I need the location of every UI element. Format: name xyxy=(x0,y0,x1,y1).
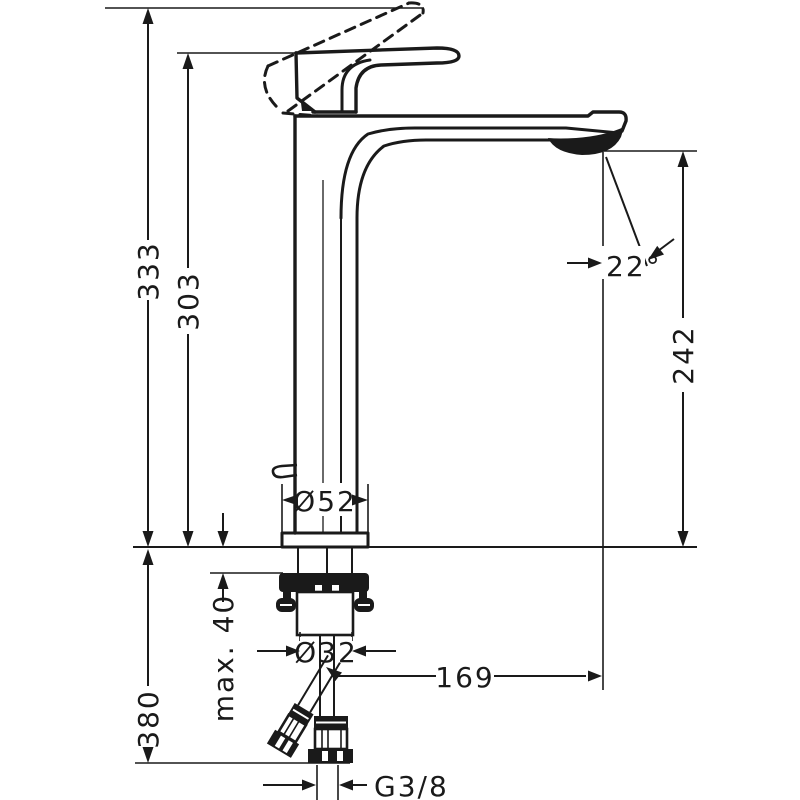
dim-label-base-diameter: Ø52 xyxy=(293,485,357,518)
arrowhead-up xyxy=(217,573,229,589)
dim-deck-thickness: max. 40 xyxy=(207,513,240,722)
handle-lever xyxy=(294,46,461,114)
pull-rod-knob xyxy=(271,463,298,479)
handle-lever-raised-dashed xyxy=(263,1,425,118)
hose-connector-nut xyxy=(308,749,353,763)
dim-spout-reach: 169 xyxy=(326,661,602,694)
dim-label-spout-height: 242 xyxy=(667,325,700,384)
supply-hose-vertical xyxy=(308,635,353,763)
arrowhead-down-left xyxy=(648,245,664,260)
arrowhead-left xyxy=(352,645,366,657)
arrowhead-down xyxy=(142,531,154,547)
dim-spout-height: 242 xyxy=(667,151,700,547)
spout-aerator xyxy=(548,127,624,155)
arrowhead-up xyxy=(677,151,689,167)
dim-label-handle-height: 303 xyxy=(172,271,205,330)
supply-hose-angled xyxy=(266,654,341,758)
arrowhead-right xyxy=(588,670,602,682)
arrowhead-up xyxy=(142,549,154,565)
arrowhead-right xyxy=(352,494,368,506)
arrowhead-up xyxy=(142,8,154,24)
arrowhead-right xyxy=(286,645,300,657)
dim-label-shank-diameter: Ø32 xyxy=(294,636,358,669)
dim-label-spout-reach: 169 xyxy=(435,661,494,694)
clamp-bolt-right xyxy=(359,590,367,600)
arrowhead-right xyxy=(302,779,316,791)
dim-label-total-height: 333 xyxy=(132,241,165,300)
dim-label-spout-angle: 22° xyxy=(606,250,662,283)
hose-fitting xyxy=(276,712,308,744)
dim-total-height: 333 xyxy=(132,8,165,547)
extension-lines xyxy=(281,484,369,545)
mounting-hardware xyxy=(276,547,374,637)
clamping-plate xyxy=(279,573,369,592)
extension-lines xyxy=(316,765,339,800)
faucet-body xyxy=(263,1,628,549)
dim-shank-diameter: Ø32 xyxy=(257,632,396,669)
clamp-bolt-left xyxy=(283,590,291,600)
arrowhead-down xyxy=(677,531,689,547)
hose-fitting xyxy=(313,727,349,751)
threaded-shank xyxy=(297,547,353,573)
handle-base-shadow xyxy=(301,103,314,111)
dim-spout-angle: 22° xyxy=(567,156,675,283)
mounting-body xyxy=(295,590,355,637)
arrowhead-right xyxy=(588,257,602,269)
arrowhead-up xyxy=(182,53,194,69)
arrowhead-down xyxy=(182,531,194,547)
arrowhead-down xyxy=(217,531,229,547)
dim-thread-size: G3/8 xyxy=(263,765,449,800)
spout xyxy=(293,110,628,220)
base-flange xyxy=(280,531,370,549)
dim-hose-length: 380 xyxy=(132,549,165,763)
arrowhead-left xyxy=(326,667,342,682)
hose-connector-nut xyxy=(266,729,300,758)
dim-label-hose-length: 380 xyxy=(132,689,165,748)
arrowhead-left xyxy=(282,494,298,506)
dim-label-deck-thickness: max. 40 xyxy=(207,594,240,722)
dim-base-diameter: Ø52 xyxy=(281,483,369,545)
dim-handle-height: 303 xyxy=(172,53,205,547)
arrowhead-left xyxy=(339,779,353,791)
arrowhead-down xyxy=(142,747,154,763)
dim-label-thread-size: G3/8 xyxy=(374,770,449,800)
column xyxy=(293,114,359,535)
